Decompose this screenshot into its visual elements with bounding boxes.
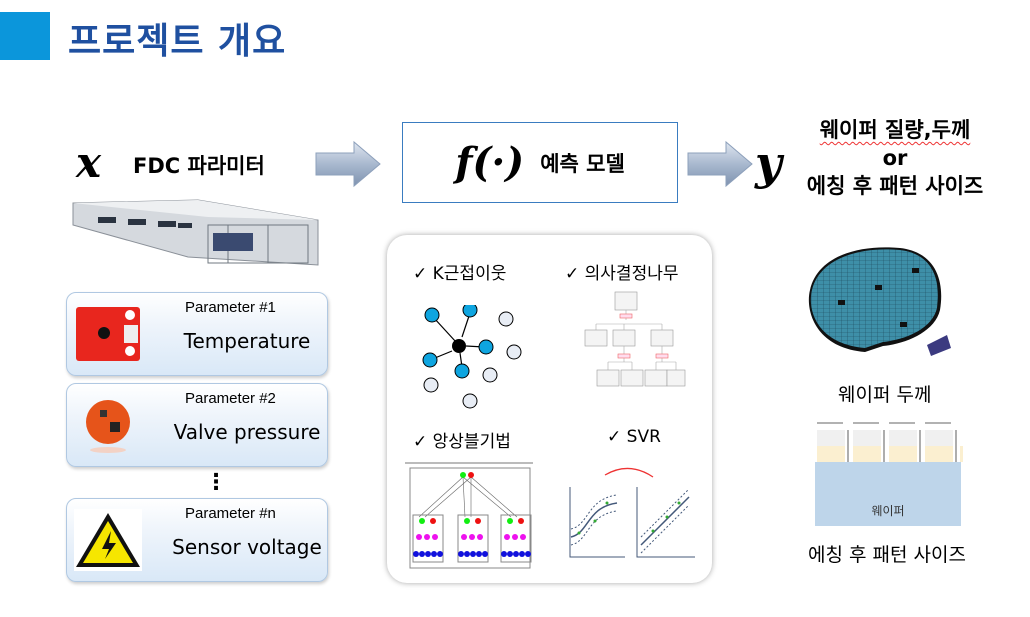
output-line-2: or	[882, 146, 908, 170]
parameter-card-n: Parameter #n Sensor voltage	[66, 498, 328, 582]
high-voltage-warning-icon	[74, 509, 142, 571]
decision-tree-diagram	[584, 291, 686, 387]
knn-diagram	[422, 305, 522, 409]
method-ensemble-label: ✓ 앙상블기법	[413, 432, 511, 452]
parameter-card-2: Parameter #2 Valve pressure	[66, 383, 328, 467]
input-label: FDC 파라미터	[133, 154, 265, 178]
temperature-sensor-icon	[76, 307, 140, 361]
output-symbol: y	[755, 136, 782, 190]
parameter-card-1: Parameter #1 Temperature	[66, 292, 328, 376]
input-symbol: x	[76, 138, 102, 187]
parameter-label: Parameter #n	[185, 505, 276, 522]
pattern-dimension-arrows	[817, 422, 963, 462]
output-line-1: 웨이퍼 질량,두께	[819, 118, 971, 142]
parameter-name: Valve pressure	[173, 420, 321, 444]
method-svr-label: ✓ SVR	[607, 427, 661, 447]
wafer-thickness-caption: 웨이퍼 두께	[838, 384, 932, 406]
wafer-substrate-label: 웨이퍼	[871, 504, 905, 518]
etch-pattern-caption: 에칭 후 패턴 사이즈	[808, 544, 966, 566]
model-methods-panel: ✓ K근접이웃 ✓ 의사결정나무 ✓ 앙상블기법 ✓ SVR	[387, 235, 712, 583]
method-knn-label: ✓ K근접이웃	[413, 264, 507, 284]
output-description: 웨이퍼 질량,두께 or 에칭 후 패턴 사이즈	[780, 116, 1010, 200]
model-label: 예측 모델	[540, 151, 625, 176]
wafer-image	[808, 247, 951, 356]
parameter-label: Parameter #2	[185, 390, 276, 407]
model-box: f(·) 예측 모델	[402, 122, 678, 203]
etch-pattern-diagram: 웨이퍼	[815, 420, 963, 526]
output-line-3: 에칭 후 패턴 사이즈	[806, 174, 984, 198]
parameter-name: Temperature	[183, 329, 311, 353]
model-symbol: f(·)	[455, 139, 525, 186]
arrow-right-icon	[315, 140, 381, 188]
ensemble-diagram	[405, 462, 533, 569]
page-title: 프로젝트 개요	[68, 21, 287, 62]
arrow-right-icon	[687, 140, 753, 188]
svr-diagram	[569, 467, 695, 558]
wafer-substrate: 웨이퍼	[815, 462, 961, 526]
parameter-label: Parameter #1	[185, 299, 276, 316]
title-accent-square	[0, 12, 50, 60]
parameter-name: Sensor voltage	[172, 535, 322, 559]
method-decision-tree-label: ✓ 의사결정나무	[565, 264, 679, 284]
fdc-equipment-image	[72, 199, 319, 266]
ellipsis: ⋮	[205, 470, 227, 495]
pressure-sensor-icon	[86, 400, 130, 453]
